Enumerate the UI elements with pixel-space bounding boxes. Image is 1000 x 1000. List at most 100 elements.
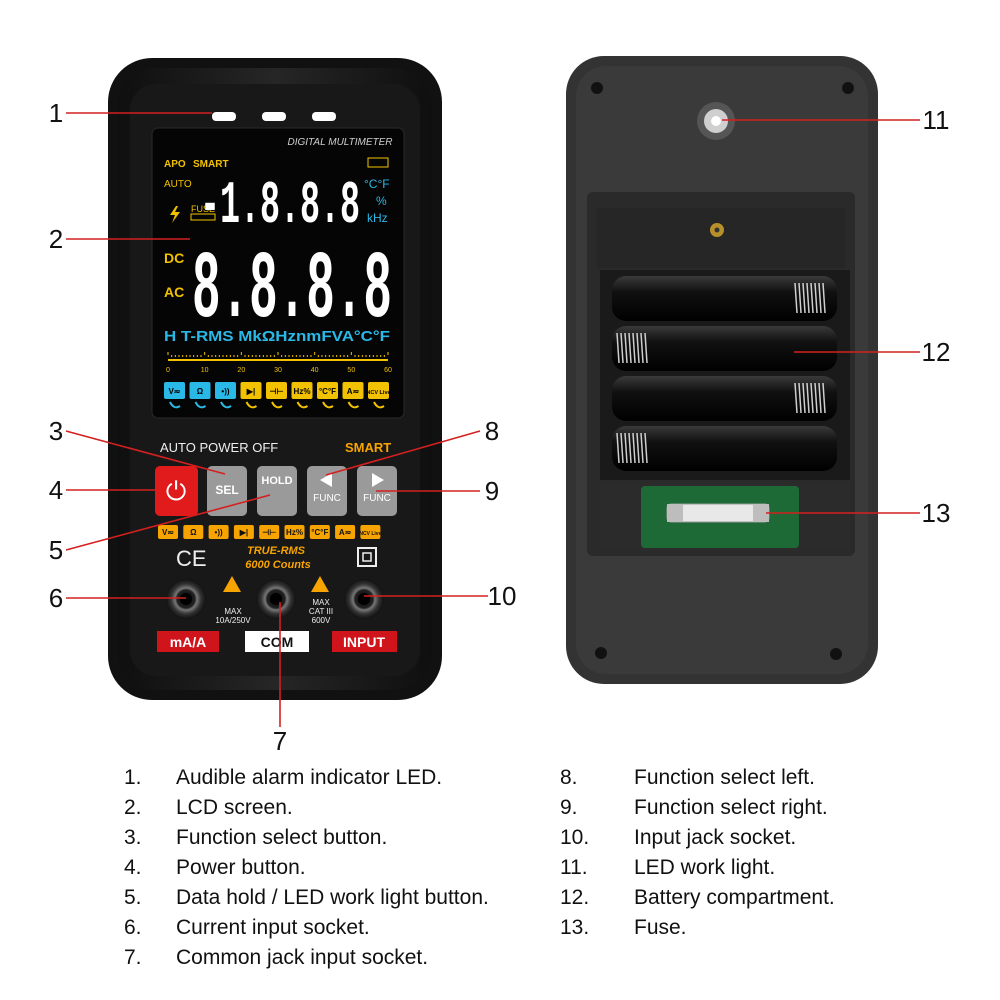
function-icon: ⊣⊢	[262, 527, 276, 537]
legend-number: 6.	[124, 916, 142, 939]
warning-icon-left	[223, 576, 241, 592]
battery-springs	[616, 282, 826, 464]
legend-number: 10.	[560, 826, 590, 849]
function-icon: ▶|	[239, 528, 248, 537]
counts-label: 6000 Counts	[245, 559, 310, 571]
pointer-icon	[194, 401, 207, 409]
spring-coil	[632, 332, 636, 364]
spring-coil	[802, 282, 806, 314]
unit-khz: kHz	[367, 211, 388, 225]
arrow-right-icon	[372, 473, 384, 487]
ma-a-label-box	[157, 631, 219, 652]
lcd-mode-icon: °C°F	[319, 387, 336, 396]
pointer-icon	[220, 401, 232, 409]
pointer-icon	[169, 401, 181, 409]
legend-text: Function select left.	[634, 766, 815, 789]
apo-indicator: APO	[164, 159, 186, 170]
battery-compartment	[600, 270, 850, 480]
ma-a-label: mA/A	[170, 634, 207, 650]
lcd-mode-icon: ▶|	[246, 387, 255, 396]
legend-number: 7.	[124, 946, 142, 969]
fuse-indicator: FUSE	[191, 204, 215, 214]
pointer-icon	[322, 401, 334, 409]
callout-number: 12	[922, 337, 951, 367]
spring-coil	[636, 432, 640, 464]
callout-number: 8	[485, 416, 499, 446]
spring-coil	[798, 382, 802, 414]
spring-coil	[794, 382, 798, 414]
function-icon: Hz%	[286, 528, 303, 537]
spring-coil	[794, 282, 798, 314]
spring-coil	[810, 282, 814, 314]
function-icon: Ω	[190, 528, 197, 537]
legend-text: Audible alarm indicator LED.	[176, 766, 443, 789]
legend-text: Common jack input socket.	[176, 946, 429, 969]
com-input-jack[interactable]	[256, 579, 296, 619]
function-icon-box	[208, 525, 229, 539]
callout-number: 1	[49, 98, 63, 128]
lcd-mode-icon: Ω	[197, 387, 204, 396]
spring-coil	[810, 382, 814, 414]
callout-number: 2	[49, 224, 63, 254]
callout-number: 5	[49, 535, 63, 565]
battery	[612, 426, 837, 471]
callout-number: 3	[49, 416, 63, 446]
function-icon-box	[309, 525, 330, 539]
function-icon: V≂	[162, 528, 174, 537]
led-work-light	[697, 102, 735, 140]
pointer-icon	[373, 401, 385, 409]
function-icon-box	[284, 525, 305, 539]
bargraph-tick-label: 40	[311, 367, 319, 374]
spring-coil	[632, 432, 636, 464]
function-icon-box	[158, 525, 178, 539]
screw	[842, 82, 854, 94]
front-view: DIGITAL MULTIMETER APO SMART AUTO FUSE -…	[108, 58, 442, 700]
pointer-icon	[296, 401, 309, 409]
legend-text: Input jack socket.	[634, 826, 797, 849]
svg-text:⏻: ⏻	[166, 477, 187, 507]
legend-text: Function select right.	[634, 796, 828, 819]
legend-number: 9.	[560, 796, 578, 819]
lcd-mode-icon: NCV Live	[366, 390, 390, 396]
spring-coil	[628, 332, 632, 364]
spring-coil	[616, 332, 620, 364]
function-icon: •))	[215, 528, 223, 537]
hold-button[interactable]: HOLD	[257, 466, 297, 516]
pointer-icon	[347, 401, 360, 409]
auto-power-off-label: AUTO POWER OFF	[160, 440, 278, 455]
func-left-button[interactable]: FUNC	[307, 466, 347, 516]
svg-text:HOLD: HOLD	[261, 475, 292, 487]
sel-button[interactable]: SEL	[207, 466, 247, 516]
callout-lines	[65, 112, 920, 727]
spring-coil	[628, 432, 632, 464]
lightning-icon	[170, 206, 180, 223]
lcd-mode-icon-box	[266, 382, 287, 399]
lcd-big-digits: 8.8.8.8	[192, 236, 392, 345]
current-input-jack[interactable]	[166, 579, 206, 619]
unit-percent: %	[376, 194, 387, 208]
callout-line	[325, 430, 481, 476]
bargraph-tick-label: 30	[274, 367, 282, 374]
legend-text: LED work light.	[634, 856, 776, 879]
spring-coil	[640, 432, 644, 464]
input-jack[interactable]	[344, 579, 384, 619]
battery	[612, 376, 837, 421]
max-left: MAX	[224, 607, 242, 616]
spring-coil	[818, 282, 822, 314]
max-right-rating: 600V	[312, 616, 331, 625]
spring-coil	[636, 332, 640, 364]
legend-number: 1.	[124, 766, 142, 789]
callout-number: 6	[49, 583, 63, 613]
callout-number: 10	[488, 581, 517, 611]
legend-number: 5.	[124, 886, 142, 909]
svg-text:FUNC: FUNC	[313, 493, 341, 504]
callout-line	[65, 494, 271, 551]
legend-text: LCD screen.	[176, 796, 293, 819]
power-button[interactable]: ⏻	[155, 466, 198, 516]
spring-coil	[798, 282, 802, 314]
pointer-icon	[245, 401, 258, 409]
callout-line	[65, 430, 226, 475]
